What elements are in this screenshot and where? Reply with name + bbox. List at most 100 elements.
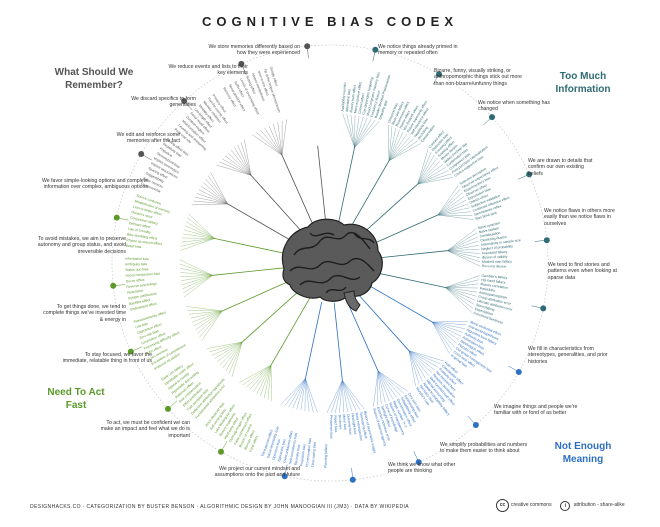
bias-label: Endowment effect xyxy=(130,302,157,312)
branch-leaf xyxy=(228,341,243,374)
bias-label: IKEA effect xyxy=(145,345,162,356)
bias-label: Information bias xyxy=(125,257,150,262)
branch-leaf xyxy=(252,134,283,156)
branch-leaf xyxy=(253,365,272,392)
branch-leaf xyxy=(417,170,449,185)
branch-leaf xyxy=(260,129,283,156)
branch-leaf xyxy=(437,188,461,216)
branch-leaf xyxy=(377,370,397,398)
branch-leaf xyxy=(437,196,465,216)
branch-leaf xyxy=(197,310,223,334)
branch-leaf xyxy=(437,199,467,216)
bias-label: Moral luck xyxy=(342,414,347,430)
branch-leaf xyxy=(186,217,215,239)
branch-leaf xyxy=(388,134,407,161)
branch-trunk xyxy=(305,302,323,379)
bias-label: Group attribution error xyxy=(478,295,512,306)
bias-label: Forer effect xyxy=(249,435,259,453)
branch-leaf xyxy=(335,380,343,413)
bias-label: Rosy retrospection xyxy=(355,412,364,441)
branch-leaf xyxy=(190,310,223,319)
category-connector xyxy=(183,100,193,111)
branch-leaf xyxy=(210,172,228,205)
branch-leaf xyxy=(387,124,390,161)
branch-leaf xyxy=(193,310,223,327)
branch-leaf xyxy=(447,236,478,251)
branch-leaf xyxy=(231,150,252,176)
branch-leaf xyxy=(437,185,459,216)
branch-leaf xyxy=(183,229,215,239)
category-note: We favor simple-looking options and comp… xyxy=(41,178,148,191)
branch-leaf xyxy=(342,380,357,411)
branch-leaf xyxy=(445,287,474,309)
creative-commons-icon: cc xyxy=(496,499,509,512)
branch-leaf xyxy=(417,149,429,185)
branch-leaf xyxy=(186,306,223,312)
bias-label: Egocentric bias xyxy=(277,438,287,462)
bias-label: Restraint bias xyxy=(294,444,301,465)
brain-fold xyxy=(289,257,375,272)
branch-leaf xyxy=(183,275,213,298)
category-note: We fill in characteristics from stereoty… xyxy=(528,346,608,365)
branch-leaf xyxy=(201,186,228,205)
branch-trunk xyxy=(356,292,410,351)
branch-leaf xyxy=(292,378,306,409)
branch-leaf xyxy=(417,164,443,185)
bias-label: Projection bias xyxy=(299,443,306,466)
branch-leaf xyxy=(388,138,414,161)
branch-leaf xyxy=(388,128,396,161)
attribution-icon: i xyxy=(560,500,571,511)
bias-label: Naive cynicism xyxy=(478,221,501,230)
bias-label: Prejudice xyxy=(159,147,173,158)
branch-trunk xyxy=(345,299,379,371)
category-connector xyxy=(482,116,493,126)
branch-leaf xyxy=(388,136,411,161)
license-text: attribution - share-alike xyxy=(573,501,625,508)
branch-trunk xyxy=(366,214,438,248)
branch-leaf xyxy=(408,350,416,387)
branch-leaf xyxy=(432,321,465,329)
branch-leaf xyxy=(216,164,252,176)
branch-leaf xyxy=(377,370,408,392)
branch-leaf xyxy=(227,152,252,176)
bias-label: Cryptomnesia xyxy=(140,182,161,194)
branch-leaf xyxy=(346,113,355,148)
branch-leaf xyxy=(222,158,252,176)
category-note: We simplify probabilities and numbers to… xyxy=(440,442,528,455)
branch-leaf xyxy=(388,126,393,161)
branch-leaf xyxy=(195,197,228,205)
bias-label: Stereotyping xyxy=(476,303,496,312)
branch-trunk xyxy=(317,145,327,224)
bias-label: Illusion of validity xyxy=(482,255,508,260)
bias-label: Ambiguity bias xyxy=(125,262,147,266)
branch-leaf xyxy=(417,177,454,185)
branch-leaf xyxy=(246,365,272,388)
branch-leaf xyxy=(437,207,470,216)
branch-leaf xyxy=(209,341,243,353)
branch-leaf xyxy=(432,321,459,340)
brain-fold xyxy=(325,286,347,294)
branch-leaf xyxy=(388,140,418,161)
branch-leaf xyxy=(437,214,474,220)
branch-leaf xyxy=(342,380,353,412)
bias-label: Frequency illusion xyxy=(370,90,381,117)
branch-leaf xyxy=(408,350,426,379)
branch-leaf xyxy=(205,179,228,205)
bias-label: Self-consistency bias xyxy=(288,432,298,464)
branch-leaf xyxy=(182,275,213,294)
branch-leaf xyxy=(195,310,223,330)
branch-leaf xyxy=(377,370,382,404)
outer-ring xyxy=(111,44,549,482)
category-connector xyxy=(531,305,544,309)
branch-leaf xyxy=(408,350,441,365)
branch-leaf xyxy=(198,189,228,205)
branch-leaf xyxy=(193,200,228,205)
category-note: We imagine things and people we're famil… xyxy=(494,404,578,417)
bias-label: Masked man fallacy xyxy=(482,260,512,264)
category-connector xyxy=(413,451,419,463)
branch-leaf xyxy=(192,310,223,323)
bias-label: Hot-hand fallacy xyxy=(481,278,506,285)
branch-leaf xyxy=(217,341,243,362)
branch-leaf xyxy=(354,121,380,148)
